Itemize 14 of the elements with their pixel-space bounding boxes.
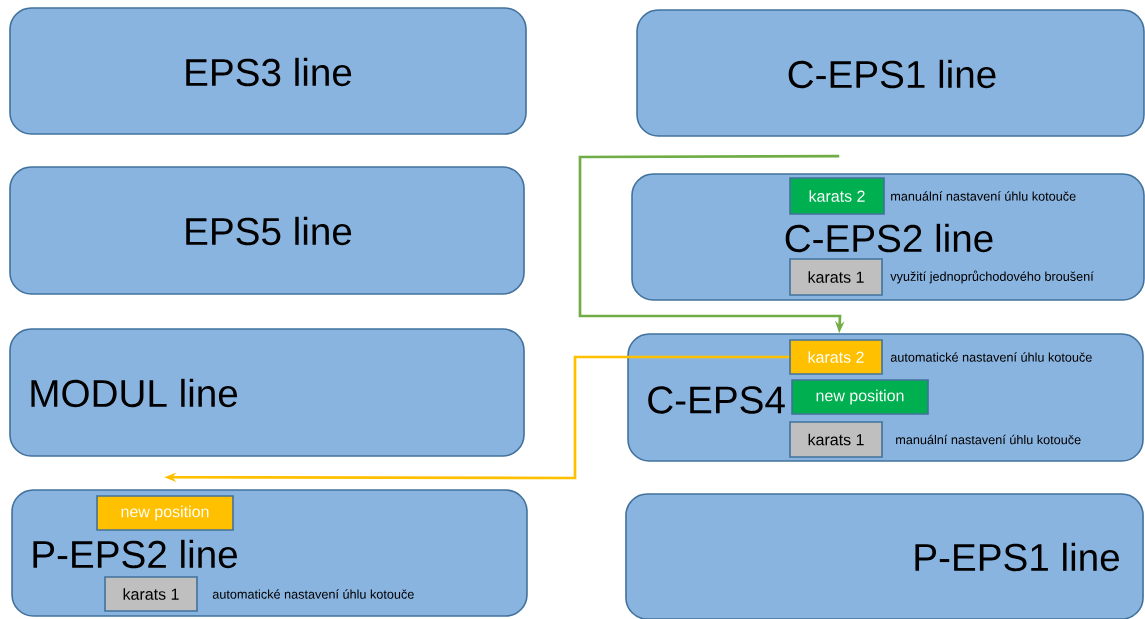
label-box: new position (96, 495, 234, 531)
label-box: karats 2 (789, 339, 883, 375)
line-box: C-EPS1 line (636, 9, 1145, 137)
line-box: P-EPS1 line (625, 493, 1144, 619)
label-box: new position (791, 379, 929, 415)
label-box: karats 1 (104, 576, 198, 612)
note-text: manuální nastavení úhlu kotouče (896, 434, 1081, 445)
label-box: karats 1 (789, 258, 883, 296)
note-text: automatické nastavení úhlu kotouče (890, 352, 1092, 362)
note-text: automatické nastavení úhlu kotouče (212, 589, 414, 599)
note-text: manuální nastavení úhlu kotouče (891, 191, 1076, 201)
label-box: karats 2 (789, 177, 885, 215)
note-text: využití jednoprůchodového broušení (890, 270, 1094, 284)
label-box: karats 1 (789, 421, 883, 458)
